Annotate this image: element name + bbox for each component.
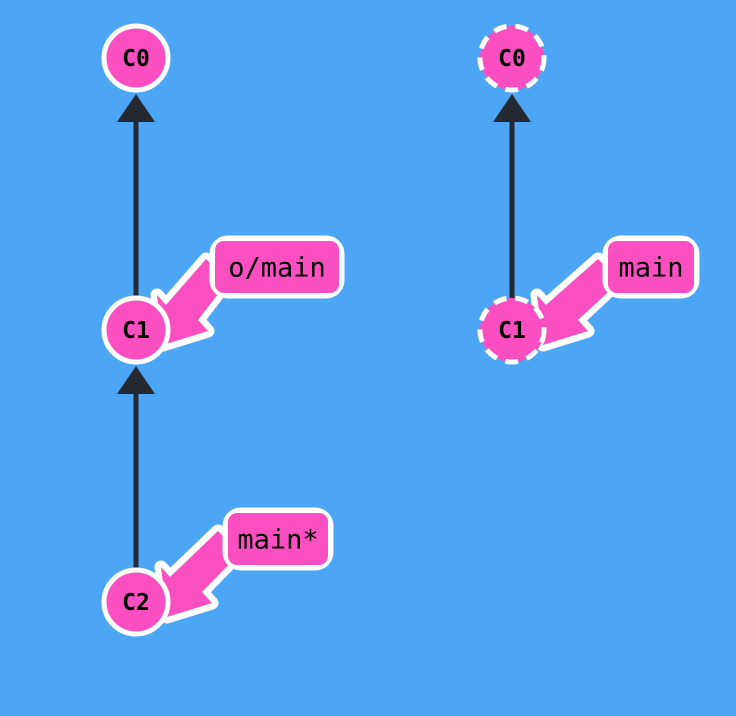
ref-label-o-main[interactable]: o/main — [209, 235, 345, 299]
edge-local-c1-to-c0 — [117, 94, 155, 298]
commit-node-label: C1 — [498, 318, 526, 344]
panel-remote-repository: C0 C1 main — [477, 23, 700, 365]
commit-node-local-c2[interactable]: C2 — [101, 567, 171, 637]
commit-node-label: C0 — [498, 46, 526, 72]
edge-remote-c1-to-c0 — [493, 94, 531, 298]
ref-label-text: main* — [237, 525, 318, 556]
commit-node-remote-c1[interactable]: C1 — [477, 295, 547, 365]
ref-label-main[interactable]: main — [602, 235, 700, 299]
commit-node-local-c1[interactable]: C1 — [101, 295, 171, 365]
commit-node-label: C1 — [122, 318, 150, 344]
panel-local-repository: C0 C1 C2 o/main main* — [101, 23, 345, 637]
ref-label-text: o/main — [228, 253, 326, 284]
commit-node-local-c0[interactable]: C0 — [101, 23, 171, 93]
commit-node-label: C0 — [122, 46, 150, 72]
edge-local-c2-to-c1 — [117, 366, 155, 570]
ref-label-text: main — [618, 253, 683, 284]
ref-label-main-star[interactable]: main* — [222, 507, 334, 571]
commit-node-label: C2 — [122, 590, 150, 616]
commit-node-remote-c0[interactable]: C0 — [477, 23, 547, 93]
